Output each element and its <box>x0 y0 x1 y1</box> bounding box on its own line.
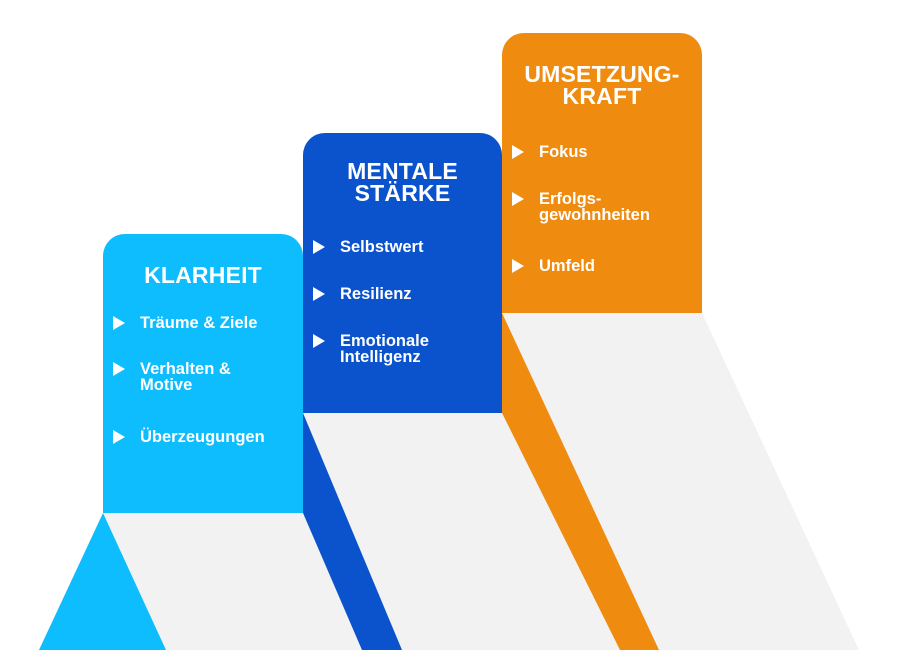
list-item: Emotionale Intelligenz <box>303 333 429 365</box>
step-umsetzungskraft: UMSETZUNG- KRAFT Fokus Erfolgs- gewohnhe… <box>502 33 702 313</box>
floor-shadow <box>103 313 859 650</box>
item-text: Resilienz <box>340 285 412 303</box>
step-title: MENTALE STÄRKE <box>303 158 502 206</box>
play-triangle-icon <box>113 316 125 330</box>
item-text: Motive <box>140 376 193 394</box>
title-line: STÄRKE <box>354 180 451 206</box>
list-item: Fokus <box>502 144 588 160</box>
title-line: KLARHEIT <box>144 262 262 288</box>
title-line: UMSETZUNG- <box>524 61 680 87</box>
umsetzungskraft-side-band <box>502 313 659 650</box>
item-text: Verhalten & <box>140 360 231 378</box>
item-text: Selbstwert <box>340 238 424 256</box>
item-text: Emotionale <box>340 332 429 350</box>
list-item: Umfeld <box>502 258 595 274</box>
list-item: Verhalten & Motive <box>103 361 231 393</box>
list-item: Überzeugungen <box>103 429 265 445</box>
play-triangle-icon <box>512 259 524 273</box>
mentale-staerke-side-band <box>303 413 402 650</box>
item-text: Erfolgs- <box>539 190 602 208</box>
step-mentale-staerke: MENTALE STÄRKE Selbstwert Resilienz Emot… <box>303 133 502 413</box>
play-triangle-icon <box>313 334 325 348</box>
klarheit-base-triangle <box>39 513 166 650</box>
title-line: KRAFT <box>562 83 642 109</box>
step-klarheit: KLARHEIT Träume & Ziele Verhalten & Moti… <box>103 234 303 513</box>
step-title: KLARHEIT <box>103 262 303 288</box>
list-item: Träume & Ziele <box>103 315 257 331</box>
play-triangle-icon <box>113 362 125 376</box>
play-triangle-icon <box>313 240 325 254</box>
play-triangle-icon <box>512 145 524 159</box>
item-text: Fokus <box>539 143 588 161</box>
title-line: MENTALE <box>347 158 458 184</box>
item-text: Intelligenz <box>340 348 421 366</box>
play-triangle-icon <box>113 430 125 444</box>
play-triangle-icon <box>313 287 325 301</box>
list-item: Selbstwert <box>303 239 423 255</box>
list-item: Resilienz <box>303 286 412 302</box>
item-text: gewohnheiten <box>539 206 650 224</box>
list-item: Erfolgs- gewohnheiten <box>502 191 650 223</box>
item-text: Träume & Ziele <box>140 314 258 332</box>
play-triangle-icon <box>512 192 524 206</box>
step-title: UMSETZUNG- KRAFT <box>502 61 702 109</box>
item-text: Überzeugungen <box>140 428 265 446</box>
item-text: Umfeld <box>539 257 595 275</box>
